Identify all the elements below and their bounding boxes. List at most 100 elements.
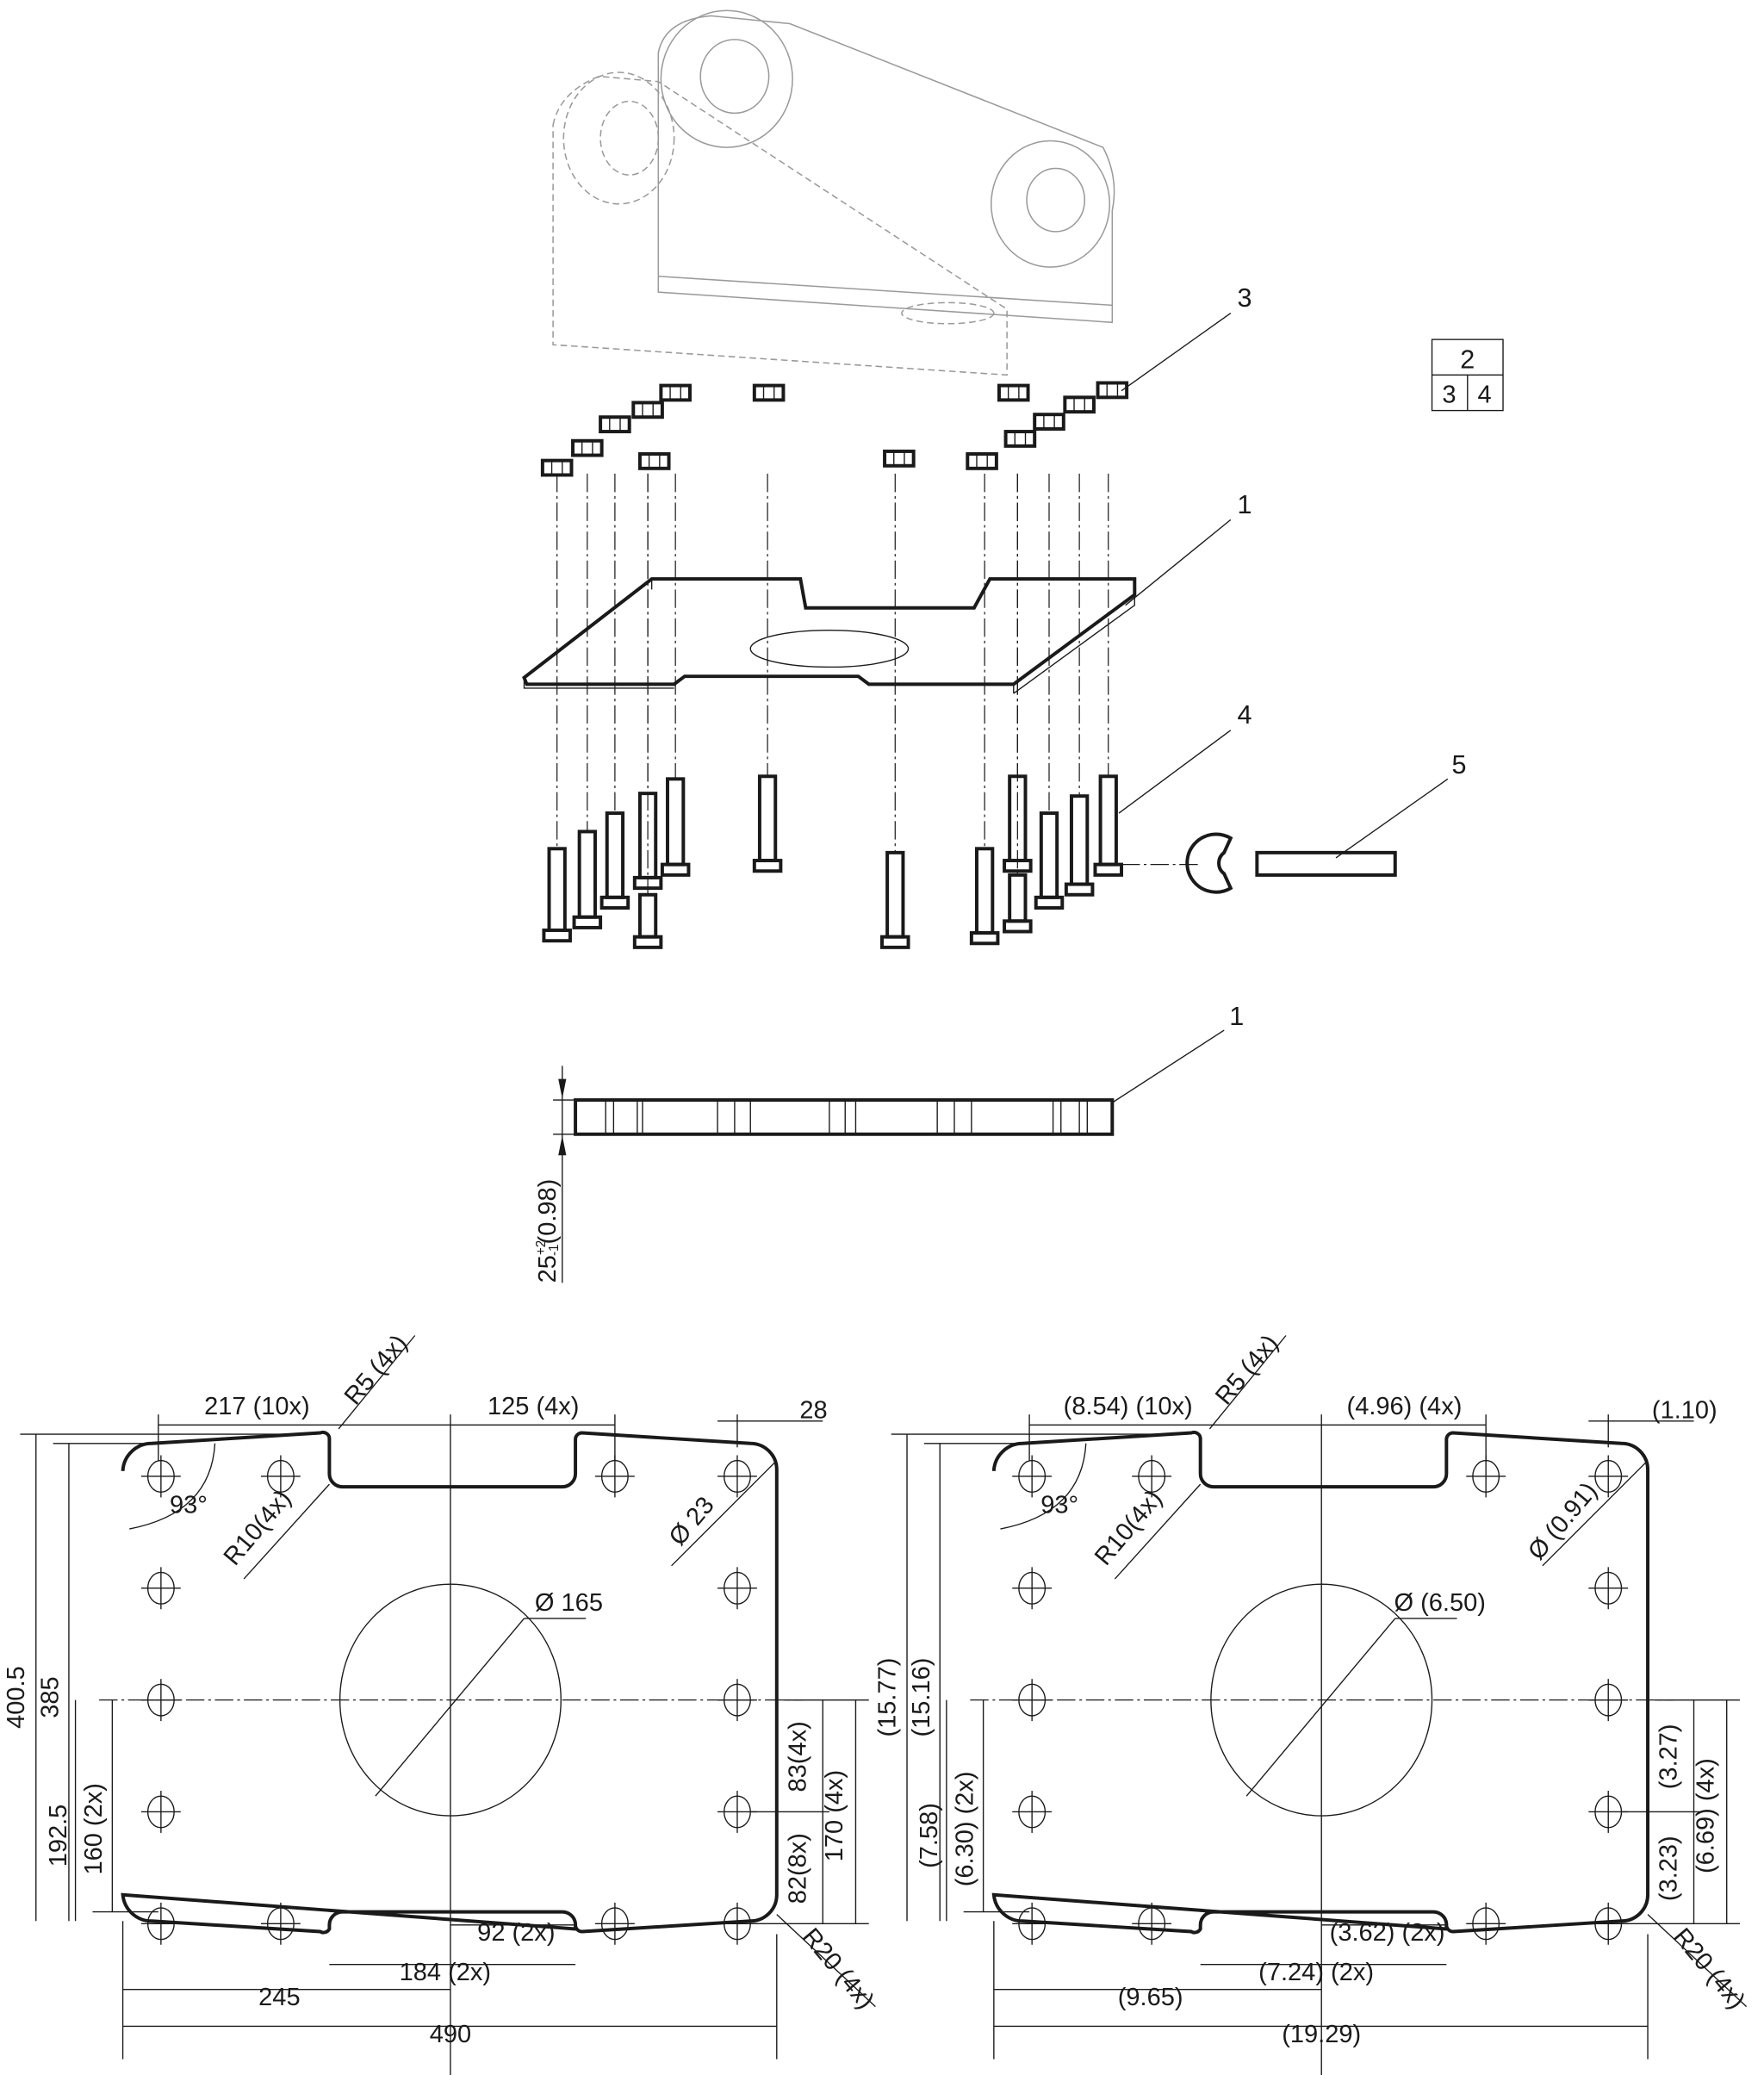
dimension-line — [375, 1618, 525, 1797]
dim-h400: 400.5 — [3, 1666, 30, 1729]
bolt-head — [1064, 882, 1095, 897]
parts-table-bottom-left: 3 — [1442, 381, 1456, 408]
robot-bracket-ghost — [552, 9, 1115, 376]
bolt — [666, 777, 686, 867]
dim-w245: 245 — [258, 1984, 300, 2011]
dim-l217: (8.54) (10x) — [1064, 1393, 1193, 1420]
bolt — [547, 847, 567, 932]
nut — [631, 401, 664, 419]
nut — [752, 383, 786, 402]
nut — [659, 383, 692, 402]
dim-r5: R5 (4x) — [1210, 1330, 1284, 1410]
bolt-head — [632, 935, 663, 949]
dim-d165: Ø 165 — [535, 1589, 603, 1617]
parts-table: 2 3 4 — [1431, 339, 1504, 412]
dim-h160: (6.30) (2x) — [951, 1771, 978, 1886]
dim-h400: (15.77) — [873, 1658, 901, 1737]
bolt — [975, 847, 995, 935]
dimension-line — [1114, 1483, 1202, 1580]
dim-w184: 184 (2x) — [400, 1959, 491, 1986]
dim-r20: R20 (4x) — [797, 1923, 879, 2015]
dim-d165: Ø (6.50) — [1394, 1589, 1485, 1617]
callouts: 3 1 4 5 1 — [1111, 283, 1466, 1103]
dim-v82: (3.23) — [1655, 1836, 1683, 1901]
dim-a93: 93° — [1040, 1492, 1078, 1519]
bolt — [1069, 794, 1090, 886]
dimension-line — [338, 1335, 416, 1430]
dim-l28: (1.10) — [1652, 1397, 1717, 1425]
bolt-head — [660, 862, 691, 877]
nut — [540, 458, 574, 477]
dim-r10: R10(4x) — [219, 1485, 297, 1571]
dim-v83: 83(4x) — [784, 1721, 811, 1792]
dim-w245: (9.65) — [1118, 1984, 1183, 2011]
bolt — [1098, 774, 1118, 867]
dim-h192: 192.5 — [45, 1805, 72, 1867]
plate-view-imperial: (8.54) (10x) R5 (4x) (4.96) (4x) (1.10) 93° R… — [873, 1330, 1750, 2075]
dim-d23: Ø (0.91) — [1523, 1477, 1603, 1565]
dimension-line — [671, 1460, 778, 1567]
parts-table-top: 2 — [1460, 345, 1475, 375]
dimension-line — [1208, 1335, 1287, 1430]
dim-v82: 82(8x) — [784, 1833, 811, 1904]
dim-h385: (15.16) — [908, 1658, 935, 1737]
bolt-head — [969, 931, 1000, 946]
angle-arc — [1000, 1443, 1087, 1530]
dim-v83: (3.27) — [1655, 1724, 1683, 1789]
dim-w490: (19.29) — [1282, 2021, 1361, 2048]
dim-r10: R10(4x) — [1090, 1485, 1168, 1571]
callout-3: 3 — [1237, 283, 1252, 313]
nuts-group — [540, 381, 1129, 477]
callout-1-side: 1 — [1229, 1002, 1244, 1031]
dim-l125: 125 (4x) — [488, 1393, 579, 1420]
nut — [1033, 413, 1065, 431]
bolt — [1008, 873, 1028, 923]
nut — [571, 438, 604, 457]
dim-h385: 385 — [37, 1676, 65, 1718]
dim-v170: (6.69) (4x) — [1692, 1758, 1719, 1873]
bolt — [885, 850, 905, 939]
bolt-head — [1034, 895, 1065, 910]
dimension-line — [243, 1483, 330, 1580]
dimension-line — [1245, 1618, 1396, 1797]
adapter-plate-iso — [522, 577, 1137, 694]
parts-table-bottom-right: 4 — [1478, 381, 1492, 408]
nut — [1096, 381, 1129, 400]
dim-v170: 170 (4x) — [821, 1770, 848, 1861]
dim-d23: Ø 23 — [664, 1492, 720, 1551]
callout-4: 4 — [1237, 700, 1252, 730]
bolt — [577, 829, 597, 919]
bolts-group — [542, 774, 1124, 949]
bolt-head — [752, 859, 783, 873]
thickness-label: 25+2-1(0.98) — [534, 1179, 562, 1283]
dimension-line — [1647, 1914, 1748, 2008]
bolt-head — [542, 929, 572, 943]
dim-l28: 28 — [799, 1397, 827, 1425]
bolt — [637, 892, 658, 939]
dimension-line — [1542, 1460, 1649, 1567]
dim-h192: (7.58) — [916, 1803, 943, 1868]
dim-w490: 490 — [430, 2021, 471, 2048]
nut — [966, 452, 998, 470]
bolt — [605, 811, 625, 899]
dim-h160: 160 (2x) — [80, 1783, 108, 1874]
dim-a93: 93° — [170, 1492, 208, 1519]
nut — [883, 449, 916, 468]
plate-outline — [991, 1430, 1650, 1935]
nut — [1003, 430, 1037, 448]
nut — [599, 415, 631, 434]
callout-5: 5 — [1451, 750, 1466, 780]
dim-l217: 217 (10x) — [204, 1393, 310, 1420]
dim-w92: 92 (2x) — [477, 1919, 555, 1947]
bolt-head — [1003, 919, 1033, 934]
bolt — [757, 774, 778, 863]
nut — [637, 452, 671, 470]
angle-arc — [129, 1443, 216, 1530]
bolt-head — [880, 935, 910, 949]
bolt — [1008, 774, 1028, 863]
dim-l125: (4.96) (4x) — [1347, 1393, 1463, 1420]
dim-w92: (3.62) (2x) — [1330, 1919, 1445, 1947]
bolt-head — [572, 915, 603, 929]
